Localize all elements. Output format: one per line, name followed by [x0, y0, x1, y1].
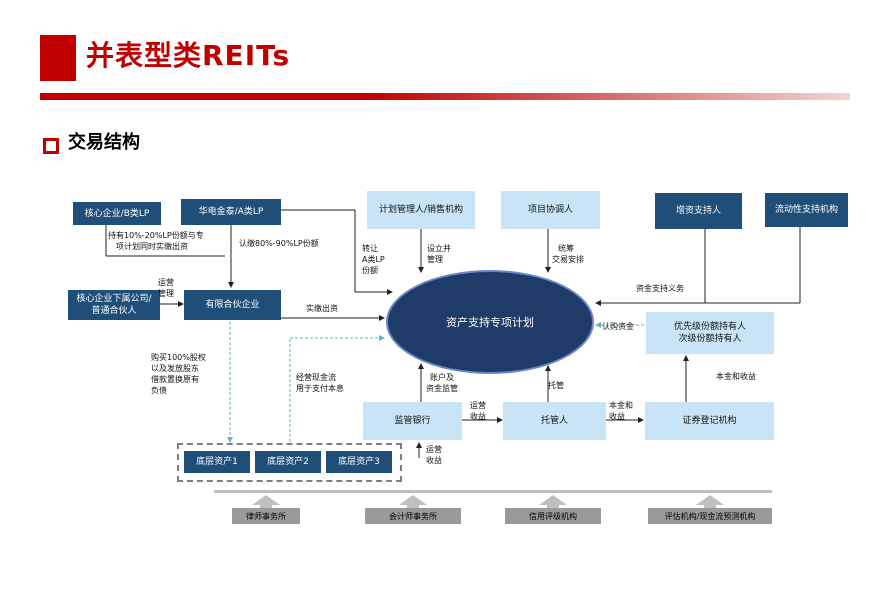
operate-manage-label-line1: 运营 — [158, 278, 174, 287]
hold-share-label-line1: 持有10%-20%LP份额与专 — [108, 231, 204, 240]
cashflow-label-line1: 经营现金流 — [296, 373, 336, 382]
subsidiary-gp-label: 核心企业下属公司/普通合伙人 — [76, 294, 152, 316]
account-label-line2: 资金监管 — [426, 384, 458, 393]
section-title: 交易结构 — [68, 132, 140, 153]
ltd-partnership-node: 有限合伙企业 — [184, 290, 281, 320]
title-divider — [40, 93, 850, 100]
subscribe-funds-label: 认购资金 — [602, 322, 634, 331]
op-income-label-line1: 运营 — [470, 401, 486, 410]
op-income-label: 运营 收益 — [470, 400, 486, 422]
coordinate-label-line2: 交易安排 — [552, 255, 584, 264]
coordinate-label-line1: 统筹 — [558, 244, 574, 253]
valuation-agency-node: 评估机构/现金流预测机构 — [648, 508, 772, 524]
title-accent-block — [40, 35, 76, 81]
asset-op-income-label-line1: 运营 — [426, 445, 442, 454]
senior-holders-label: 优先级份额持有人 — [673, 322, 746, 332]
asset-1-node: 底层资产1 — [184, 451, 250, 473]
custody-label: 托管 — [548, 381, 564, 390]
hold-share-label-line2: 项计划同时实缴出资 — [116, 242, 188, 251]
credit-enhancer-node: 增资支持人 — [655, 193, 742, 229]
plan-manager-node: 计划管理人/销售机构 — [367, 191, 475, 229]
holders-node: 优先级份额持有人 次级份额持有人 — [646, 312, 774, 354]
registry-node: 证券登记机构 — [645, 402, 774, 440]
junior-holders-label: 次级份额持有人 — [678, 334, 742, 344]
buy-equity-label-line4: 负债 — [151, 386, 167, 395]
buy-equity-label-line1: 购买100%股权 — [151, 353, 206, 362]
transfer-label: 转让 A类LP 份额 — [362, 243, 385, 276]
op-income-label-line2: 收益 — [470, 412, 486, 421]
law-firm-node: 律师事务所 — [232, 508, 300, 524]
transfer-label-line3: 份额 — [362, 266, 378, 275]
custodian-node: 托管人 — [503, 402, 606, 440]
establish-label: 设立并 管理 — [427, 243, 451, 265]
account-label-line1: 账户及 — [430, 373, 454, 382]
establish-label-line2: 管理 — [427, 255, 443, 264]
page-title: 并表型类REITs — [86, 39, 291, 72]
accounting-firm-node: 会计师事务所 — [365, 508, 461, 524]
service-provider-bar — [214, 490, 772, 493]
buy-equity-label-line2: 以及发放股东 — [151, 364, 199, 373]
underlying-assets-group — [177, 443, 402, 482]
asset-op-income-label: 运营 收益 — [426, 444, 442, 466]
transfer-label-line2: A类LP — [362, 255, 385, 264]
account-supervision-label: 账户及 资金监管 — [426, 372, 458, 394]
principal-return-label: 本金和 收益 — [609, 400, 633, 422]
hold-share-label: 持有10%-20%LP份额与专 项计划同时实缴出资 — [108, 230, 204, 252]
project-coordinator-node: 项目协调人 — [501, 191, 600, 229]
cashflow-label: 经营现金流 用于支付本息 — [296, 372, 344, 394]
special-asset-plan-node: 资产支持专项计划 — [386, 270, 594, 374]
pay-in-label: 实缴出资 — [306, 304, 338, 313]
credit-rating-node: 信用评级机构 — [505, 508, 601, 524]
subsidiary-gp-node: 核心企业下属公司/普通合伙人 — [68, 290, 160, 320]
asset-op-income-label-line2: 收益 — [426, 456, 442, 465]
transfer-label-line1: 转让 — [362, 244, 378, 253]
subscribe-80-label: 认缴80%-90%LP份额 — [239, 239, 319, 248]
operate-manage-label-line2: 管理 — [158, 289, 174, 298]
principal-return-label-line1: 本金和 — [609, 401, 633, 410]
asset-2-node: 底层资产2 — [255, 451, 321, 473]
principal-income-label: 本金和收益 — [716, 372, 756, 381]
asset-3-node: 底层资产3 — [326, 451, 392, 473]
square-bullet-icon — [43, 138, 59, 154]
buy-equity-label-line3: 借款置换原有 — [151, 375, 199, 384]
principal-return-label-line2: 收益 — [609, 412, 625, 421]
buy-equity-label: 购买100%股权 以及发放股东 借款置换原有 负债 — [151, 352, 206, 396]
core-b-lp-node: 核心企业/B类LP — [73, 202, 161, 225]
operate-manage-label: 运营 管理 — [158, 277, 174, 299]
huadian-a-lp-node: 华电金泰/A类LP — [181, 199, 281, 225]
establish-label-line1: 设立并 — [427, 244, 451, 253]
coordinate-label: 统筹 交易安排 — [552, 243, 584, 265]
regulator-bank-node: 监管银行 — [363, 402, 462, 440]
fund-support-label: 资金支持义务 — [636, 284, 684, 293]
cashflow-label-line2: 用于支付本息 — [296, 384, 344, 393]
liquidity-supporter-node: 流动性支持机构 — [765, 193, 848, 227]
